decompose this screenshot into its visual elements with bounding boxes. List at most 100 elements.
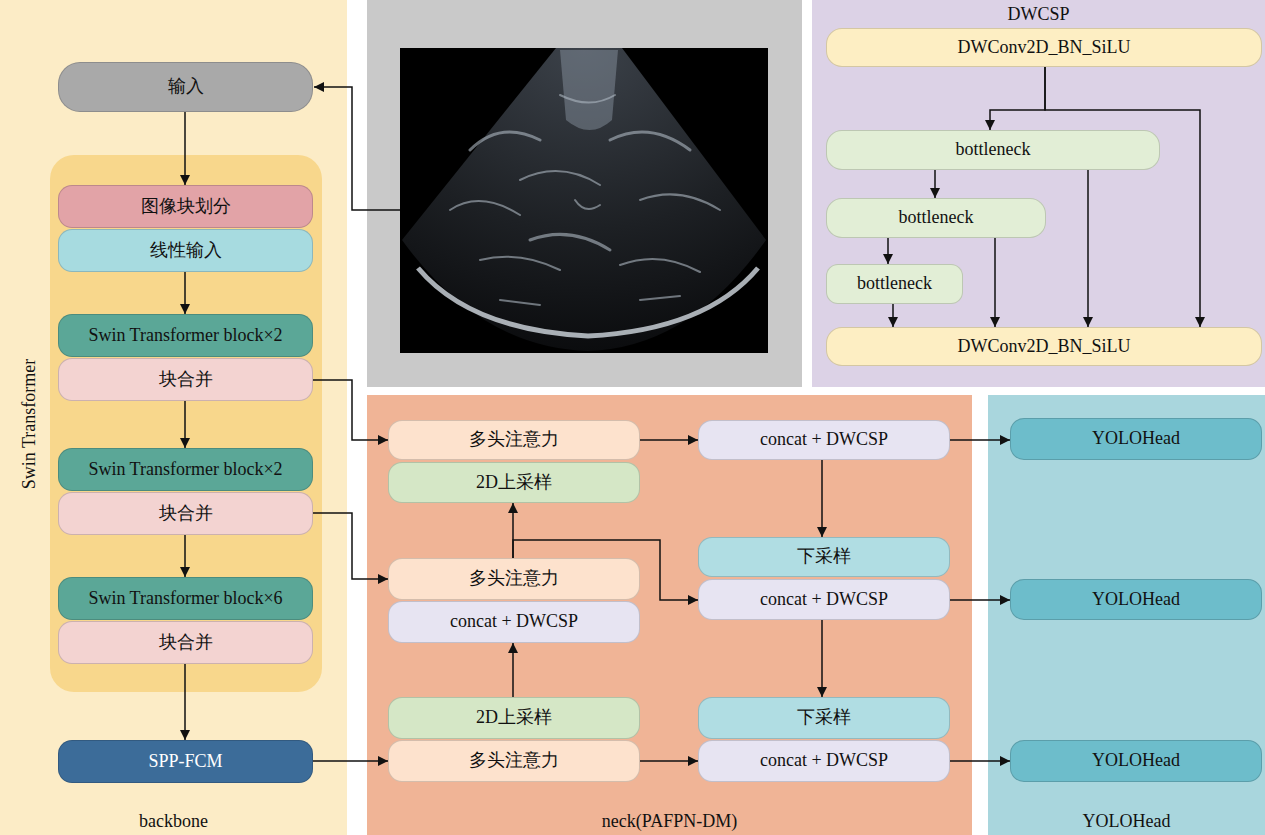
flow-arrow bbox=[184, 112, 186, 185]
layer-box: 下采样 bbox=[698, 537, 950, 577]
layer-box: 多头注意力 bbox=[388, 740, 640, 782]
layer-box: 多头注意力 bbox=[388, 558, 640, 600]
flow-arrow bbox=[512, 503, 514, 558]
title-holder: YOLOHead bbox=[988, 811, 1265, 833]
panel: backbone Swin Transformer 图像块划分线性输入 Swin Tr… bbox=[0, 0, 347, 835]
layer-box: DWConv2D_BN_SiLU bbox=[826, 28, 1262, 67]
title-holder: backbone bbox=[0, 811, 347, 833]
box-label: bottleneck bbox=[899, 207, 974, 229]
box-label: DWConv2D_BN_SiLU bbox=[957, 336, 1130, 358]
panel-title: DWCSP bbox=[1007, 4, 1069, 24]
layer-box: bottleneck bbox=[826, 264, 963, 304]
box-label: DWConv2D_BN_SiLU bbox=[957, 37, 1130, 59]
box-label: 多头注意力 bbox=[469, 429, 559, 451]
flow-arrow bbox=[640, 760, 698, 762]
layer-box: 块合并 bbox=[58, 358, 313, 401]
box-label: 输入 bbox=[168, 76, 204, 98]
group-box: Swin Transformer图像块划分线性输入Swin Transforme… bbox=[50, 155, 322, 692]
panel-title: neck(PAFPN-DM) bbox=[602, 811, 737, 831]
box-label: 块合并 bbox=[159, 369, 213, 391]
flow-arrow bbox=[512, 643, 514, 697]
box-label: 下采样 bbox=[797, 707, 851, 729]
box-label: 多头注意力 bbox=[469, 568, 559, 590]
flow-arrow bbox=[184, 401, 186, 448]
title-holder: DWCSP bbox=[812, 4, 1265, 26]
flow-arrow bbox=[313, 380, 388, 440]
box-label: 下采样 bbox=[797, 546, 851, 568]
layer-box: YOLOHead bbox=[1010, 418, 1262, 460]
image-panel-ground bbox=[367, 0, 802, 387]
layer-box: 输入 bbox=[58, 62, 313, 112]
layer-box: SPP-FCM bbox=[58, 740, 313, 783]
layer-box: YOLOHead bbox=[1010, 579, 1262, 620]
panel-title: backbone bbox=[139, 811, 208, 831]
layer-box: YOLOHead bbox=[1010, 740, 1262, 782]
flow-arrow bbox=[821, 460, 823, 537]
box-label: concat + DWCSP bbox=[760, 589, 888, 611]
layer-box: concat + DWCSP bbox=[698, 420, 950, 460]
panel: neck(PAFPN-DM)多头注意力2D上采样多头注意力concat + DW… bbox=[367, 395, 972, 835]
flow-arrow bbox=[1087, 170, 1089, 327]
panel: DWCSP DWConv2D_BN_SiLU bottleneck bottlenec… bbox=[812, 0, 1265, 387]
flow-arrow bbox=[950, 760, 1010, 762]
skull-echo bbox=[418, 268, 758, 336]
panel-title: YOLOHead bbox=[1083, 811, 1171, 831]
flow-arrow bbox=[892, 304, 894, 327]
box-label: 2D上采样 bbox=[476, 472, 552, 494]
flow-arrow bbox=[513, 540, 698, 600]
layer-box: concat + DWCSP bbox=[388, 601, 640, 643]
panel-title: Swin Transformer bbox=[19, 358, 39, 489]
layer-box: bottleneck bbox=[826, 130, 1160, 170]
probe-glow bbox=[560, 50, 618, 130]
layer-box: 块合并 bbox=[58, 492, 313, 535]
layer-box: Swin Transformer block×6 bbox=[58, 577, 313, 620]
ultrasound-frame bbox=[400, 48, 768, 353]
box-label: YOLOHead bbox=[1092, 589, 1180, 611]
layer-box: 图像块划分 bbox=[58, 185, 313, 228]
box-label: concat + DWCSP bbox=[450, 611, 578, 633]
layer-box: DWConv2D_BN_SiLU bbox=[826, 327, 1262, 366]
box-label: 2D上采样 bbox=[476, 707, 552, 729]
box-label: Swin Transformer block×6 bbox=[88, 588, 282, 610]
flow-arrow bbox=[934, 170, 936, 198]
flow-arrow bbox=[184, 535, 186, 577]
flow-arrow bbox=[821, 620, 823, 697]
layer-box: concat + DWCSP bbox=[698, 579, 950, 620]
flow-arrow bbox=[887, 238, 889, 264]
flow-arrow bbox=[313, 513, 388, 579]
tissue-echoes bbox=[450, 95, 720, 305]
box-label: 线性输入 bbox=[150, 240, 222, 262]
box-label: Swin Transformer block×2 bbox=[88, 459, 282, 481]
flow-arrow bbox=[1045, 67, 1200, 327]
flow-arrow bbox=[313, 760, 388, 762]
box-label: YOLOHead bbox=[1092, 750, 1180, 772]
flow-arrow bbox=[184, 664, 186, 740]
flow-arrow bbox=[990, 67, 1045, 130]
box-label: SPP-FCM bbox=[148, 751, 222, 773]
box-label: bottleneck bbox=[857, 273, 932, 295]
input-arrow bbox=[314, 87, 400, 210]
layer-box: Swin Transformer block×2 bbox=[58, 314, 313, 357]
box-label: 多头注意力 bbox=[469, 750, 559, 772]
ultrasound-fan bbox=[402, 48, 766, 351]
box-label: 图像块划分 bbox=[141, 196, 231, 218]
box-label: concat + DWCSP bbox=[760, 750, 888, 772]
box-label: 块合并 bbox=[159, 632, 213, 654]
layer-box: Swin Transformer block×2 bbox=[58, 448, 313, 491]
title-holder: neck(PAFPN-DM) bbox=[367, 811, 972, 833]
layer-box: bottleneck bbox=[826, 198, 1046, 238]
title-holder: Swin Transformer bbox=[19, 358, 41, 489]
box-label: bottleneck bbox=[956, 139, 1031, 161]
box-label: Swin Transformer block×2 bbox=[88, 325, 282, 347]
flow-arrow bbox=[640, 439, 698, 441]
box-label: YOLOHead bbox=[1092, 428, 1180, 450]
flow-arrow bbox=[994, 238, 996, 327]
layer-box: concat + DWCSP bbox=[698, 740, 950, 782]
layer-box: 下采样 bbox=[698, 697, 950, 739]
layer-box: 2D上采样 bbox=[388, 697, 640, 739]
layer-box: 2D上采样 bbox=[388, 462, 640, 503]
image-panel bbox=[367, 0, 802, 387]
layer-box: 线性输入 bbox=[58, 229, 313, 272]
box-label: concat + DWCSP bbox=[760, 429, 888, 451]
